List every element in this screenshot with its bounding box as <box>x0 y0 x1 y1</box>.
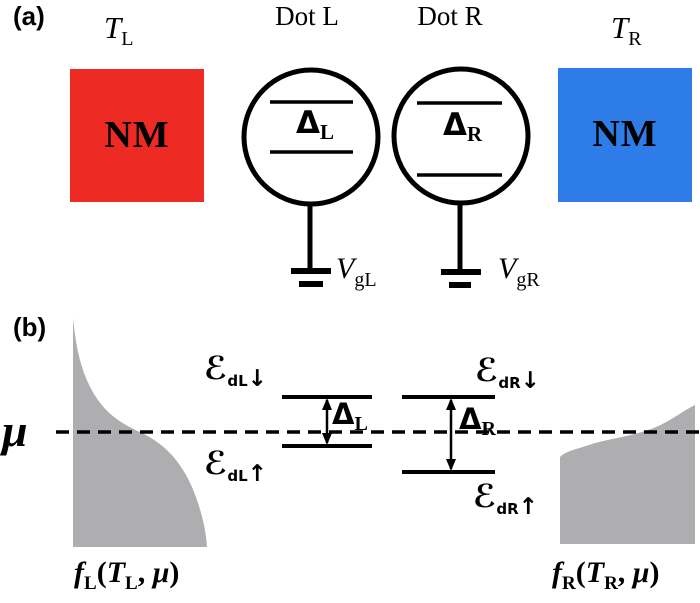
close-paren: ) <box>169 556 180 589</box>
mu-symbol: μ <box>632 556 650 589</box>
dot-left-title: Dot L <box>275 1 339 31</box>
b-left-level-up-label: ℰdL↑ <box>204 447 267 486</box>
gate-voltage-right-subscript: gR <box>516 269 540 291</box>
mu-symbol: μ <box>152 556 170 589</box>
dot-left-gap-label: ΔL <box>296 108 334 143</box>
t-subscript: L <box>125 573 138 594</box>
f-symbol: f <box>552 556 562 589</box>
f-symbol: f <box>74 556 84 589</box>
b-right-level-up-symbol: ℰ <box>473 477 497 515</box>
b-right-level-down-symbol: ℰ <box>475 351 499 389</box>
open-paren: ( <box>96 556 107 589</box>
t-symbol: T <box>585 556 605 589</box>
up-spin-arrow-icon: ↑ <box>518 494 538 520</box>
b-left-gap-subscript: L <box>354 413 368 435</box>
gate-voltage-left-symbol: V <box>336 252 355 285</box>
up-spin-arrow-icon: ↑ <box>247 461 267 487</box>
b-right-gap-arrow <box>446 398 456 471</box>
b-left-level-up-symbol: ℰ <box>204 444 228 482</box>
f-subscript: R <box>562 573 576 594</box>
temperature-left-symbol: T <box>104 10 122 45</box>
right-lead-material-label: NM <box>592 113 658 155</box>
left-lead-material-label: NM <box>104 114 170 156</box>
temperature-right-label: TR <box>611 12 642 49</box>
gate-voltage-left-label: VgL <box>336 252 377 291</box>
gate-voltage-left-subscript: gL <box>354 269 377 291</box>
f-subscript: L <box>84 573 97 594</box>
temperature-right-symbol: T <box>611 10 629 45</box>
temperature-left-label: TL <box>104 12 133 49</box>
fermi-function-right-label: fR(TR, μ) <box>552 556 660 594</box>
separator: , <box>137 556 153 589</box>
dot-right-title: Dot R <box>417 1 483 31</box>
temperature-left-subscript: L <box>121 28 134 50</box>
fermi-distribution-right <box>560 405 695 544</box>
dot-right-gap-label: ΔR <box>443 110 482 145</box>
t-subscript: R <box>604 573 618 594</box>
b-right-gap-subscript: R <box>481 418 496 440</box>
b-right-gap-label: ΔR <box>459 402 496 440</box>
b-right-level-up-label: ℰdR↑ <box>473 480 538 519</box>
t-symbol: T <box>106 556 126 589</box>
fermi-function-left-label: fL(TL, μ) <box>74 556 180 594</box>
b-left-level-down-symbol: ℰ <box>204 349 228 387</box>
close-paren: ) <box>649 556 660 589</box>
b-left-gap-label: ΔL <box>332 397 368 435</box>
gate-voltage-right-symbol: V <box>498 252 517 285</box>
down-spin-arrow-icon: ↓ <box>247 366 267 392</box>
b-left-level-down-subscript: dL <box>227 372 248 390</box>
b-left-level-down-label: ℰdL↓ <box>204 352 267 391</box>
panel-b-label: (b) <box>13 312 47 342</box>
b-left-level-up-subscript: dL <box>227 467 248 485</box>
temperature-right-subscript: R <box>628 28 642 50</box>
b-right-level-up-subscript: dR <box>496 500 519 518</box>
chemical-potential-label: μ <box>2 405 28 456</box>
gate-voltage-right-label: VgR <box>498 252 540 291</box>
down-spin-arrow-icon: ↓ <box>520 368 540 394</box>
separator: , <box>617 556 633 589</box>
panel-a-label: (a) <box>13 1 45 31</box>
dot-left-gap-symbol: Δ <box>296 105 320 141</box>
dot-right-gap-symbol: Δ <box>443 107 467 143</box>
dot-right-gap-subscript: R <box>467 122 483 146</box>
open-paren: ( <box>575 556 586 589</box>
right-lead-square <box>558 68 692 202</box>
b-right-level-down-subscript: dR <box>498 374 521 392</box>
b-right-gap-symbol: Δ <box>459 402 482 436</box>
dot-left-gap-subscript: L <box>320 120 335 144</box>
b-left-gap-symbol: Δ <box>332 397 355 431</box>
left-lead-square <box>70 69 204 202</box>
b-left-gap-arrow <box>322 398 332 445</box>
b-right-level-down-label: ℰdR↓ <box>475 354 540 393</box>
